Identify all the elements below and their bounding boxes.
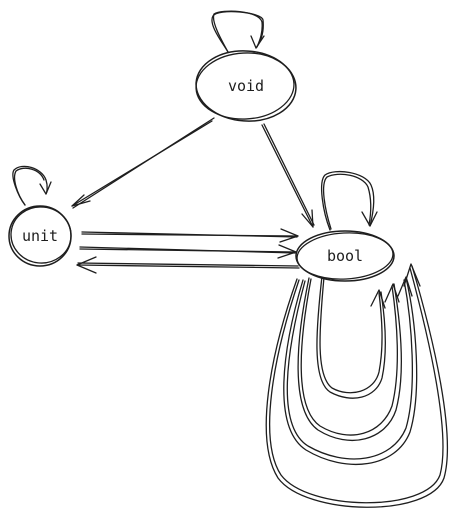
edge-bool-to-unit [76, 256, 300, 274]
node-void[interactable]: void [194, 48, 299, 125]
edge-void-to-unit [71, 117, 215, 209]
edge-void-self-loop [211, 10, 265, 53]
node-unit-label: unit [22, 227, 58, 245]
edge-unit-to-bool-1 [81, 228, 299, 243]
edge-bool-self-loop-4 [265, 263, 449, 508]
node-void-label: void [228, 77, 264, 95]
edge-void-to-bool [261, 123, 315, 228]
node-bool-label: bool [327, 247, 363, 265]
edge-bool-self-loop-2 [297, 277, 402, 442]
edge-unit-self-loop [12, 165, 52, 206]
edge-bool-self-loop-3 [283, 276, 418, 466]
node-unit[interactable]: unit [8, 204, 74, 267]
edge-bool-self-loop-1 [316, 275, 387, 399]
edge-unit-to-bool-2 [79, 244, 297, 259]
edge-bool-self-loop-top [321, 171, 378, 231]
node-bool[interactable]: bool [295, 230, 395, 282]
